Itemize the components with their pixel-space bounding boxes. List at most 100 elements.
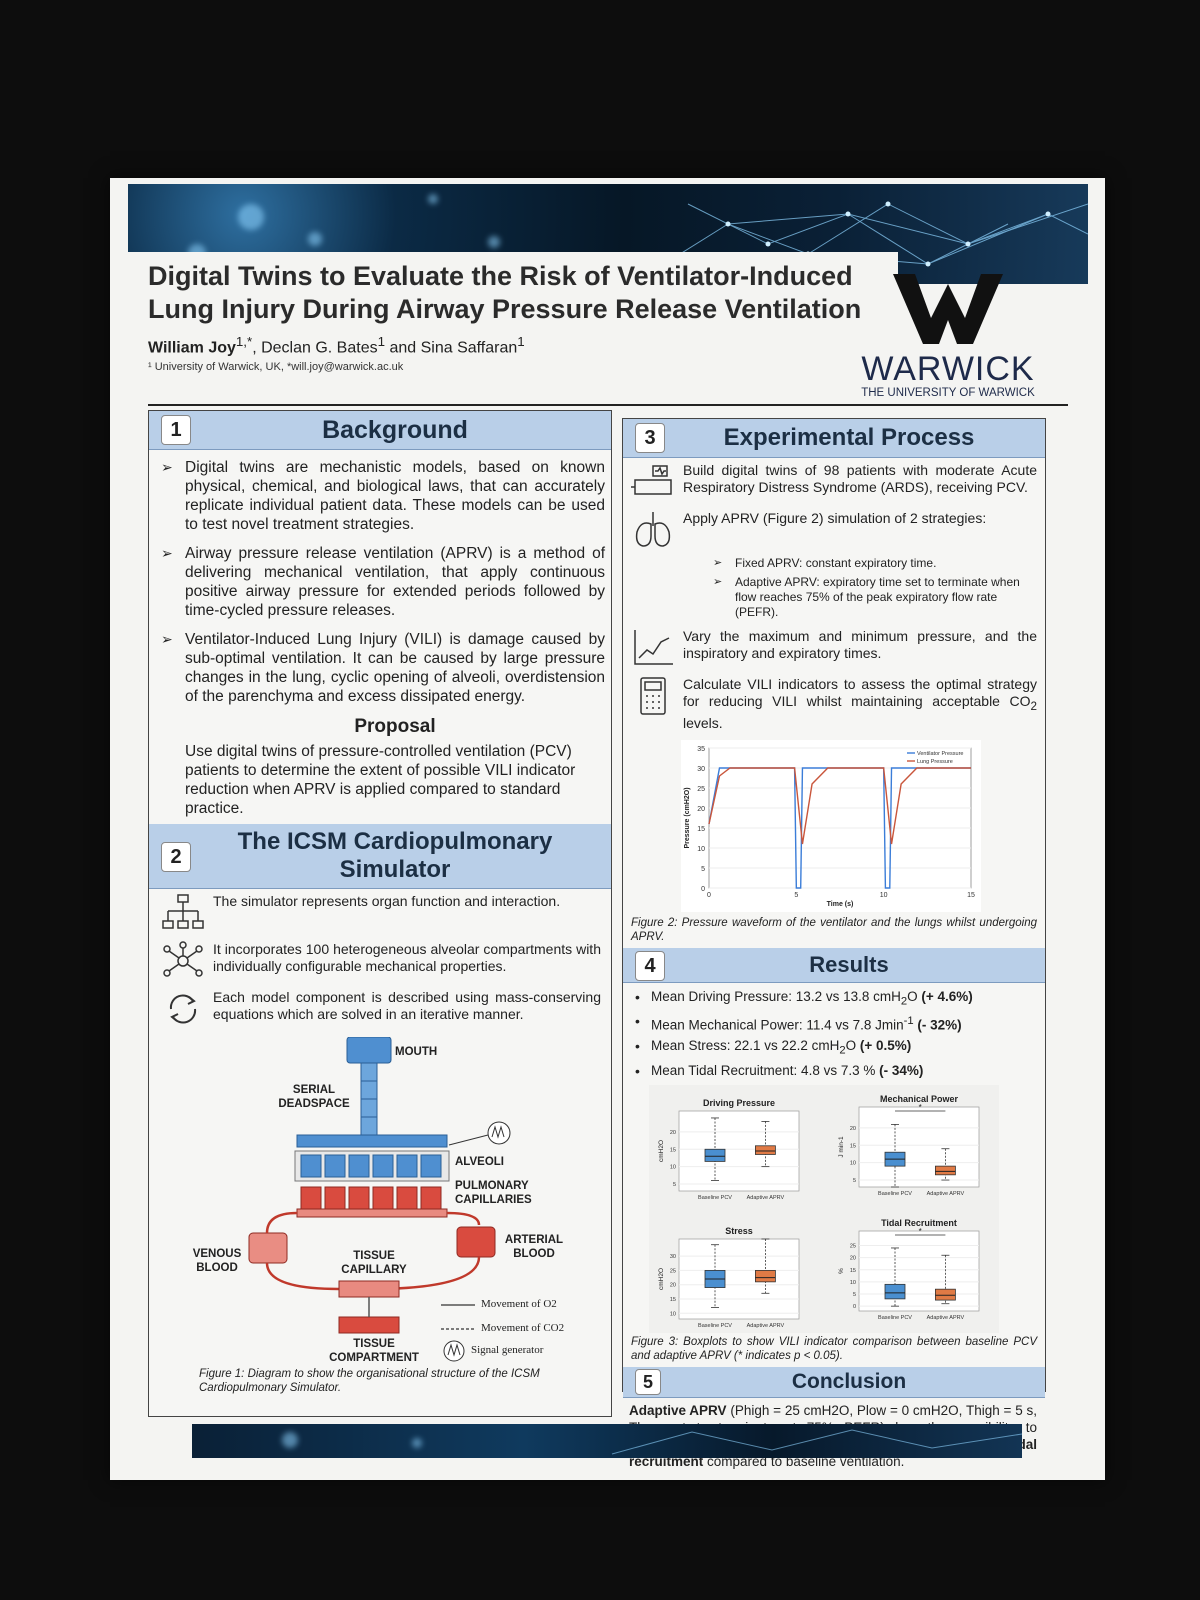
plot-area	[858, 1230, 980, 1312]
category-label: Adaptive APRV	[747, 1195, 785, 1201]
cycle-icon	[169, 994, 197, 1024]
step: Vary the maximum and minimum pressure, a…	[623, 624, 1045, 672]
x-axis-label: Time (s)	[827, 901, 854, 908]
y-tick-label: 0	[701, 886, 705, 893]
significance-marker: *	[919, 1227, 922, 1236]
result-item: Mean Stress: 22.1 vs 22.2 cmH2O (+ 0.5%)	[633, 1036, 1037, 1061]
y-tick-label: 20	[850, 1126, 856, 1132]
result-item: Mean Mechanical Power: 11.4 vs 7.8 Jmin-…	[633, 1011, 1037, 1036]
vili-boxplots: Driving Pressure 5 10 15 20 cmH2O Baseline PCV…	[649, 1084, 999, 1333]
box	[704, 1148, 726, 1162]
boxplots-svg: Driving Pressure 5 10 15 20 cmH2O Baseline PCV…	[658, 1094, 980, 1329]
box	[755, 1269, 776, 1282]
figure2-caption: Figure 2: Pressure waveform of the venti…	[631, 916, 1037, 943]
background-header: 1 Background	[149, 411, 611, 450]
ventilator-icon	[631, 465, 672, 495]
category-label: Baseline PCV	[878, 1191, 912, 1197]
poster-header: Digital Twins to Evaluate the Risk of Ve…	[128, 252, 898, 380]
y-tick-label: 30	[670, 1254, 676, 1260]
simulator-item: Each model component is described using …	[149, 985, 611, 1033]
y-tick-label: 25	[697, 786, 705, 793]
category-label: Baseline PCV	[878, 1315, 912, 1321]
y-tick-label: 15	[850, 1267, 856, 1273]
y-tick-label: 0	[853, 1304, 856, 1310]
boxplot-title: Driving Pressure	[703, 1098, 775, 1108]
bullet: Digital twins are mechanistic models, ba…	[161, 458, 605, 534]
affiliation: ¹ University of Warwick, UK, *will.joy@w…	[148, 361, 404, 374]
y-tick-label: 20	[850, 1255, 856, 1261]
y-tick-label: 5	[673, 1182, 676, 1188]
section-title: Conclusion	[791, 1369, 907, 1393]
network-banner-bottom	[192, 1424, 1022, 1458]
section-number: 1	[161, 415, 191, 445]
x-tick-label: 0	[707, 892, 711, 899]
header-divider	[148, 404, 1068, 406]
strategy-item: Fixed APRV: constant expiratory time.	[713, 556, 1037, 571]
step: Apply APRV (Figure 2) simulation of 2 st…	[623, 506, 1045, 554]
proposal-text: Use digital twins of pressure-controlled…	[185, 743, 576, 817]
y-axis-label: J min-1	[838, 1136, 845, 1158]
boxplot-title: Tidal Recruitment	[881, 1218, 957, 1228]
result-item: Mean Driving Pressure: 13.2 vs 13.8 cmH2…	[633, 987, 1037, 1012]
y-axis-label: cmH2O	[658, 1140, 665, 1162]
y-tick-label: 5	[853, 1292, 856, 1298]
y-tick-label: 10	[670, 1164, 676, 1170]
category-label: Adaptive APRV	[927, 1315, 965, 1321]
y-tick-label: 35	[697, 746, 705, 753]
y-tick-label: 5	[701, 866, 705, 873]
box	[755, 1145, 776, 1155]
strategy-list: Fixed APRV: constant expiratory time. Ad…	[623, 556, 1045, 620]
authors: William Joy1,*, Declan G. Bates1 and Sin…	[148, 334, 525, 357]
plot-area	[678, 1110, 800, 1192]
y-axis-label: %	[838, 1268, 845, 1274]
warwick-logo: WARWICK THE UNIVERSITY OF WARWICK	[853, 274, 1043, 404]
x-tick-label: 15	[967, 892, 975, 899]
x-tick-label: 5	[794, 892, 798, 899]
legend-label: Ventilator Pressure	[917, 751, 963, 757]
step: Calculate VILI indicators to assess the …	[623, 672, 1045, 736]
bullet: Ventilator-Induced Lung Injury (VILI) is…	[161, 630, 605, 706]
y-axis-label: cmH2O	[658, 1268, 665, 1290]
simulator-item: It incorporates 100 heterogeneous alveol…	[149, 937, 611, 985]
network-icon	[163, 941, 203, 977]
y-tick-label: 20	[697, 806, 705, 813]
right-column: 3 Experimental Process Build digital twi…	[622, 418, 1046, 1469]
series-line-2	[708, 767, 971, 844]
section-title: Results	[809, 951, 889, 977]
poster-title: Digital Twins to Evaluate the Risk of Ve…	[148, 261, 862, 324]
poster: Digital Twins to Evaluate the Risk of Ve…	[110, 178, 1105, 1480]
result-item: Mean Tidal Recruitment: 4.8 vs 7.3 % (- …	[633, 1061, 1037, 1081]
y-tick-label: 20	[670, 1130, 676, 1136]
hierarchy-icon	[162, 894, 204, 929]
section-title: Background	[322, 416, 468, 444]
y-tick-label: 10	[697, 846, 705, 853]
category-label: Baseline PCV	[698, 1323, 732, 1329]
plot-area	[708, 747, 972, 889]
category-label: Adaptive APRV	[747, 1323, 785, 1329]
background-bullets: Digital twins are mechanistic models, ba…	[149, 450, 611, 706]
legend-label: Lung Pressure	[917, 759, 953, 765]
plot-area	[678, 1238, 800, 1320]
y-tick-label: 15	[670, 1147, 676, 1153]
strategy-item: Adaptive APRV: expiratory time set to te…	[713, 575, 1037, 620]
y-tick-label: 30	[697, 766, 705, 773]
category-label: Adaptive APRV	[927, 1191, 965, 1197]
y-tick-label: 10	[670, 1311, 676, 1317]
section-number: 4	[635, 950, 665, 981]
section-title: Experimental Process	[723, 424, 975, 451]
results-header: 4 Results	[623, 947, 1045, 983]
mouth-block	[346, 1037, 392, 1064]
section-number: 3	[635, 423, 665, 453]
significance-marker: *	[919, 1103, 922, 1112]
box	[934, 1165, 956, 1175]
plot-area	[858, 1106, 980, 1188]
bullet: Airway pressure release ventilation (APR…	[161, 544, 605, 620]
calculator-icon	[640, 677, 666, 715]
y-tick-label: 10	[850, 1280, 856, 1286]
lungs-icon	[635, 512, 671, 547]
y-tick-label: 20	[670, 1282, 676, 1288]
